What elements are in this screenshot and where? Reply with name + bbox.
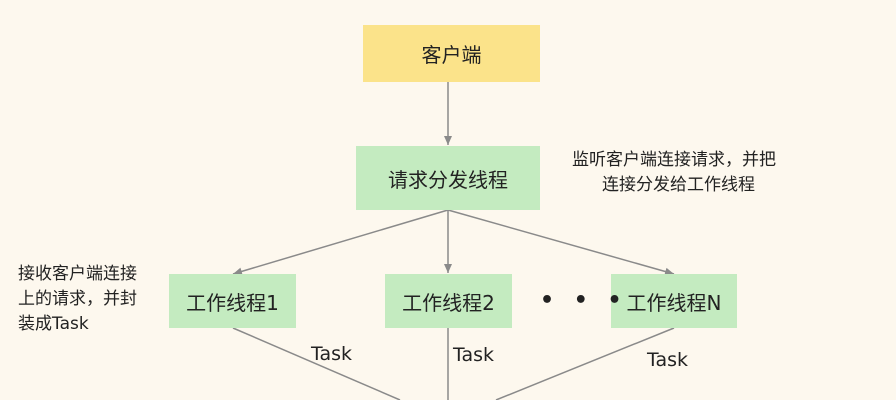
workerN-node: 工作线程N bbox=[611, 274, 737, 328]
task-label-workerN: Task bbox=[647, 349, 689, 371]
client-node: 客户端 bbox=[363, 25, 540, 82]
worker2-node-label: 工作线程2 bbox=[402, 290, 495, 315]
arrow-dispatcher-to-worker1 bbox=[232, 209, 449, 276]
dispatcher-note-line2: 连接分发给工作线程 bbox=[602, 175, 755, 195]
dispatcher-node-label: 请求分发线程 bbox=[388, 167, 508, 192]
worker1-node: 工作线程1 bbox=[169, 274, 296, 328]
task-label-worker1: Task bbox=[311, 343, 353, 365]
worker-note: 接收客户端连接 上的请求，并封 装成Task bbox=[18, 262, 137, 337]
worker-note-line3: 装成Task bbox=[18, 314, 89, 334]
worker-note-line2: 上的请求，并封 bbox=[18, 289, 137, 309]
workerN-node-label: 工作线程N bbox=[626, 290, 722, 315]
dispatcher-note-line1: 监听客户端连接请求，并把 bbox=[572, 150, 776, 170]
worker2-node: 工作线程2 bbox=[385, 274, 512, 328]
worker-note-line1: 接收客户端连接 bbox=[18, 264, 137, 284]
client-node-label: 客户端 bbox=[421, 43, 482, 67]
dispatcher-node: 请求分发线程 bbox=[356, 146, 540, 210]
task-line-worker1 bbox=[232, 327, 401, 400]
arrow-dispatcher-to-workerN bbox=[447, 209, 675, 276]
dispatcher-note: 监听客户端连接请求，并把 连接分发给工作线程 bbox=[572, 148, 776, 198]
worker1-node-label: 工作线程1 bbox=[186, 290, 279, 315]
task-label-worker2: Task bbox=[453, 344, 495, 366]
ellipsis-marker: • • • bbox=[540, 288, 628, 313]
task-line-workerN bbox=[495, 327, 675, 400]
